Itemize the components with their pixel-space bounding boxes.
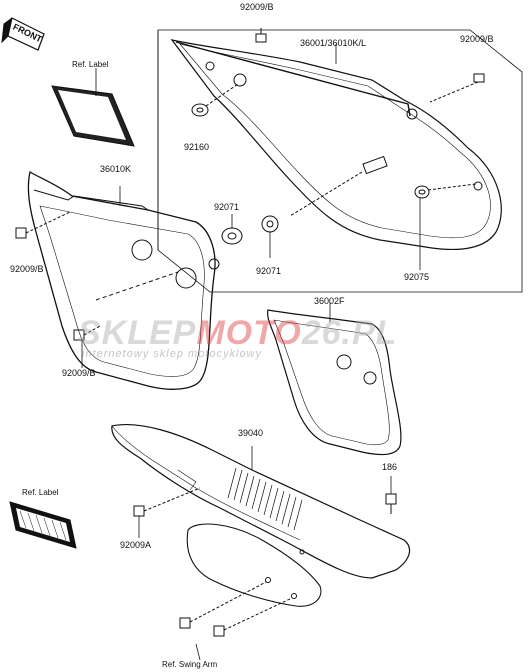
washer-92071-b bbox=[261, 215, 279, 258]
label-92075: 92075 bbox=[404, 272, 430, 282]
label-39040: 39040 bbox=[238, 428, 264, 438]
grommet-92075 bbox=[414, 183, 477, 270]
label-92160: 92160 bbox=[184, 142, 210, 152]
label-92071-b: 92071 bbox=[256, 266, 282, 276]
ref-label-sheet-top bbox=[51, 68, 135, 147]
bolt-186 bbox=[385, 476, 397, 514]
watermark-part2: MOTO bbox=[196, 314, 302, 352]
watermark-logo: SKLEPMOTO26.PL bbox=[78, 314, 397, 353]
washer-92071-a bbox=[221, 214, 243, 245]
swing-arm-bolts bbox=[179, 581, 293, 661]
label-92009a: 92009A bbox=[120, 540, 152, 550]
watermark-tagline: internetowy sklep motocyklowy bbox=[82, 348, 263, 360]
side-cover-36010k bbox=[27, 170, 220, 390]
label-92009b-lower: 92009/B bbox=[62, 368, 96, 378]
side-cover-36001 bbox=[170, 39, 502, 251]
label-92009b-left: 92009/B bbox=[10, 264, 44, 274]
label-ref-label-top: Ref. Label bbox=[72, 60, 109, 69]
ref-label-sheet-bottom bbox=[9, 501, 77, 549]
screw-92009b-left bbox=[15, 211, 71, 239]
screw-92009b-lower bbox=[73, 325, 101, 368]
label-92009b-right: 92009/B bbox=[460, 34, 494, 44]
watermark-part3: 26.PL bbox=[301, 314, 398, 352]
label-36010k: 36010K bbox=[100, 164, 132, 174]
chain-guard-39040 bbox=[111, 424, 411, 607]
label-ref-label-bottom: Ref. Label bbox=[22, 488, 59, 497]
label-92071-a: 92071 bbox=[214, 202, 240, 212]
screw-92009b-right bbox=[429, 73, 485, 103]
screw-92009a bbox=[133, 487, 201, 538]
label-186: 186 bbox=[382, 462, 398, 472]
grommet-92160 bbox=[191, 83, 239, 117]
watermark-part1: SKLEP bbox=[78, 314, 197, 352]
label-36001-36010k-l: 36001/36010K/L bbox=[300, 38, 367, 48]
label-36002f: 36002F bbox=[314, 296, 345, 306]
side-cover-36002f bbox=[267, 302, 402, 456]
screw-92009b-top bbox=[255, 28, 267, 43]
front-arrow-icon bbox=[1, 17, 45, 51]
label-92009b-top: 92009/B bbox=[240, 2, 274, 12]
stud-pin bbox=[289, 155, 388, 217]
label-ref-swing-arm: Ref. Swing Arm bbox=[162, 660, 218, 669]
